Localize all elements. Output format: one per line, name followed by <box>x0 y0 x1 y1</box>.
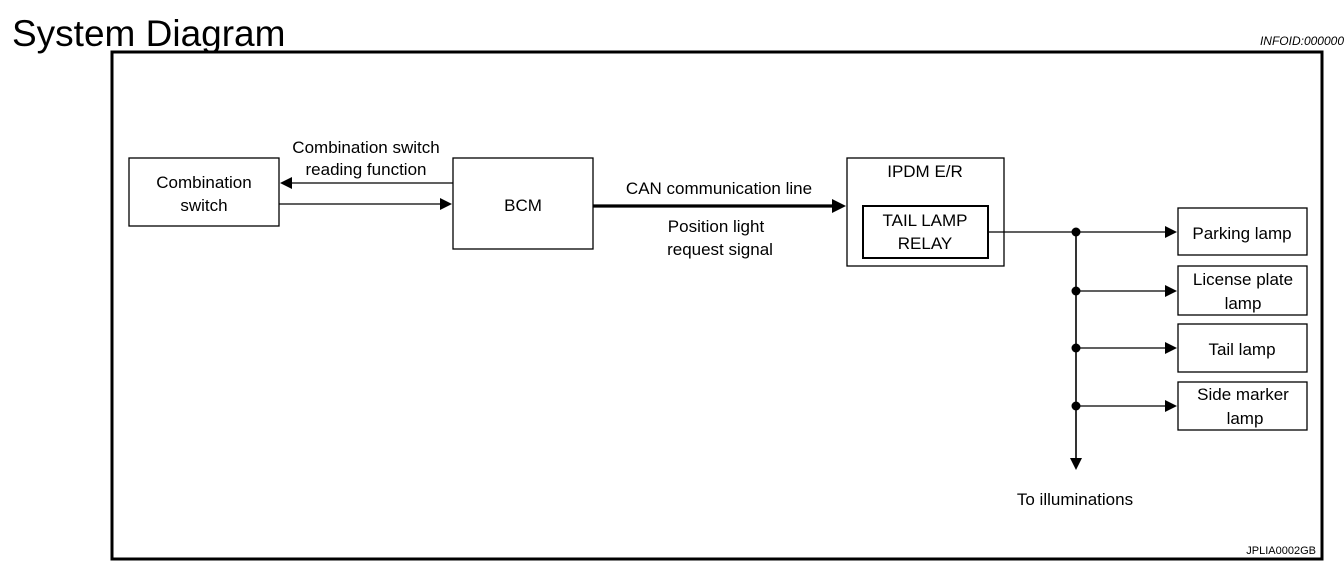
illuminations-arrowhead <box>1070 458 1082 470</box>
side-marker-lamp-box <box>1177 381 1308 431</box>
figure-code: JPLIA0002GB <box>1246 545 1316 557</box>
info-id: INFOID:000000 <box>1259 34 1344 48</box>
can-line-arrow <box>593 199 846 213</box>
tail-lamp-relay-label-2: RELAY <box>898 234 953 253</box>
license-plate-lamp-label-2: lamp <box>1225 294 1262 313</box>
license-plate-lamp-box <box>1177 265 1308 316</box>
can-line-label: CAN communication line <box>626 179 812 198</box>
page-title: System Diagram <box>12 13 286 54</box>
ipdm-label: IPDM E/R <box>887 162 963 181</box>
reading-function-label-2: reading function <box>306 160 427 179</box>
parking-lamp-branch: Parking lamp <box>1071 207 1308 256</box>
reading-function-arrow <box>280 177 453 189</box>
license-plate-lamp-label-1: License plate <box>1193 270 1293 289</box>
side-marker-lamp-label-2: lamp <box>1227 409 1264 428</box>
reading-function-label-1: Combination switch <box>292 138 439 157</box>
tail-lamp-branch: Tail lamp <box>1071 323 1308 373</box>
parking-lamp-label: Parking lamp <box>1192 224 1291 243</box>
position-signal-label-1: Position light <box>668 217 765 236</box>
illuminations-label: To illuminations <box>1017 490 1133 509</box>
tail-lamp-relay-box <box>862 205 989 259</box>
combination-switch-block: Combination switch <box>128 157 280 227</box>
position-signal-label-2: request signal <box>667 240 773 259</box>
tail-lamp-relay-label-1: TAIL LAMP <box>882 211 967 230</box>
parking-lamp-box <box>1177 207 1308 256</box>
license-plate-lamp-branch: License plate lamp <box>1071 265 1308 316</box>
tail-lamp-box <box>1177 323 1308 373</box>
ipdm-block: IPDM E/R TAIL LAMP RELAY <box>846 157 1005 267</box>
diagram-frame <box>110 50 1324 561</box>
side-marker-lamp-label-1: Side marker <box>1197 385 1289 404</box>
combination-switch-label-2: switch <box>180 196 227 215</box>
bcm-block: BCM <box>452 157 594 250</box>
switch-to-bcm-arrow <box>279 198 452 210</box>
tail-lamp-label: Tail lamp <box>1208 340 1275 359</box>
side-marker-lamp-branch: Side marker lamp <box>1071 381 1308 431</box>
combination-switch-label-1: Combination <box>156 173 251 192</box>
bcm-label: BCM <box>504 196 542 215</box>
